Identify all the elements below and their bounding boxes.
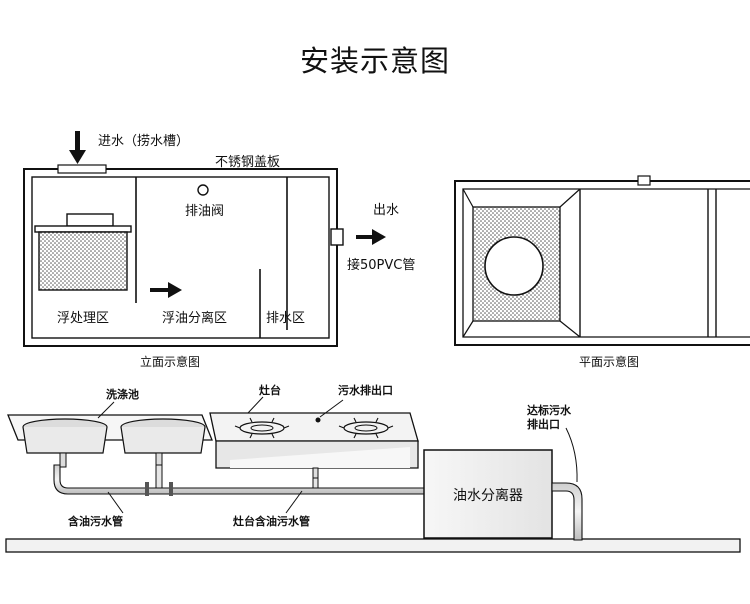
zone-drain-label: 排水区 [266,311,306,326]
drain-pipes [53,464,426,496]
zone-oil-separation-label: 浮油分离区 [162,311,228,326]
plan-caption: 平面示意图 [579,355,640,369]
outlet-nozzle [330,228,344,246]
separator-label: 油水分离器 [453,488,523,504]
burner-right-icon [338,417,394,439]
stove-label: 灶台 [259,384,281,397]
oil-water-separator [423,449,553,539]
standard-outlet-pipe [551,482,583,541]
elevation-caption: 立面示意图 [140,355,201,369]
oil-valve-icon [197,184,209,196]
tank-inner-wall [31,176,330,339]
plan-basket-opening [484,236,544,296]
stove-pipe-label: 灶台含油污水管 [233,515,310,528]
tank-outer-wall [23,168,338,347]
elevation-view [23,131,386,347]
sink [7,414,213,468]
inlet-arrow-icon [69,131,86,164]
pipe-label: 接50PVC管 [347,258,416,273]
inlet-label: 进水（捞水槽） [98,134,190,149]
oily-pipe-label: 含油污水管 [68,515,123,528]
cover-label: 不锈钢盖板 [215,155,281,170]
zone-float-treatment-label: 浮处理区 [57,311,110,326]
page-title: 安装示意图 [299,44,450,78]
floor [5,538,741,553]
standard-outlet-label: 达标污水排出口 [527,404,571,431]
outlet-arrow-icon [356,229,386,245]
oil-valve-label: 排油阀 [185,204,225,219]
sink-label: 洗涤池 [106,388,139,401]
filter-basket [34,213,132,291]
burner-left-icon [234,417,290,439]
sewage-outlet-icon [315,417,321,423]
sewage-outlet-label: 污水排出口 [338,384,393,397]
inlet-slot [57,164,107,174]
outlet-label: 出水 [373,203,400,218]
plan-nozzle [637,175,651,186]
leader-lines [97,396,578,514]
stove [209,412,419,481]
flow-arrow-icon [150,282,182,298]
plan-view [454,175,750,346]
installation-view [5,396,741,553]
